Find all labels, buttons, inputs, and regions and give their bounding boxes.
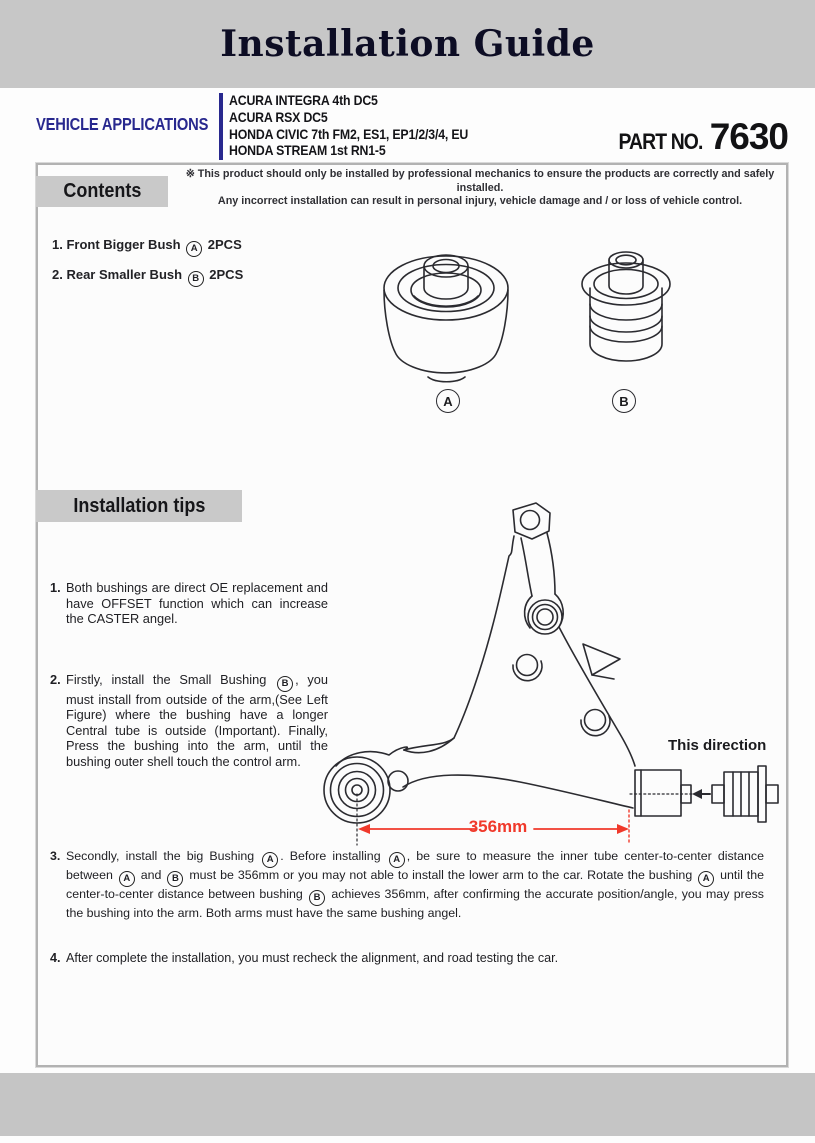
step-text: Secondly, install the big Bushing A. Bef…: [66, 849, 765, 920]
vehicle-item: HONDA CIVIC 7th FM2, ES1, EP1/2/3/4, EU: [229, 125, 469, 142]
circled-letter: B: [277, 676, 294, 692]
part-number-value: 7630: [709, 116, 789, 157]
safety-warning-line2: Any incorrect installation can result in…: [217, 195, 743, 208]
part-number-block: PART NO. 7630: [560, 116, 789, 158]
step-text: Firstly, install the Small Bushing B, yo…: [66, 672, 329, 769]
page-title: Installation Guide: [220, 23, 595, 65]
tip-step-2: 2. Firstly, install the Small Bushing B,…: [50, 672, 328, 769]
direction-label: This direction: [668, 737, 767, 754]
vehicle-item: ACURA RSX DC5: [229, 108, 328, 125]
footer-band: [0, 1073, 815, 1136]
contents-heading-box: Contents: [36, 176, 168, 207]
circled-letter: A: [186, 241, 203, 257]
vehicle-applications-label: VEHICLE APPLICATIONS: [36, 114, 209, 134]
installation-tips-heading: Installation tips: [72, 494, 206, 517]
title-band: Installation Guide: [0, 0, 815, 88]
bushing-b-drawing: [581, 251, 671, 362]
circled-letter: A: [388, 852, 405, 868]
step-number: 3.: [50, 849, 61, 863]
circled-letter: B: [167, 871, 184, 887]
kit-item-rear-bush: 2. Rear Smaller Bush B 2PCS: [52, 267, 243, 287]
vehicle-list: ACURA INTEGRA 4th DC5 ACURA RSX DC5 HOND…: [229, 92, 501, 159]
step-number: 2.: [50, 672, 61, 687]
circled-letter: B: [309, 890, 326, 906]
contents-heading: Contents: [62, 180, 141, 202]
dimension-356mm: 356mm: [468, 817, 528, 836]
circled-letter: A: [118, 871, 135, 887]
figure-label-b: B: [612, 389, 636, 413]
step-number: 1.: [50, 580, 61, 595]
tip-step-1: 1. Both bushings are direct OE replaceme…: [50, 580, 328, 627]
step-number: 4.: [50, 951, 61, 965]
circled-letter: B: [187, 271, 204, 287]
safety-warning: ※ This product should only be installed …: [185, 168, 775, 209]
tip-step-4: 4. After complete the installation, you …: [50, 951, 764, 965]
figure-label-a: A: [436, 389, 460, 413]
kit-item-front-bush: 1. Front Bigger Bush A 2PCS: [52, 237, 242, 257]
installation-tips-heading-box: Installation tips: [36, 490, 242, 522]
circled-letter: A: [698, 871, 715, 887]
control-arm-drawing: [323, 502, 779, 846]
step-text: Both bushings are direct OE replacement …: [66, 580, 328, 627]
vehicle-item: ACURA INTEGRA 4th DC5: [229, 92, 378, 108]
step-text: After complete the installation, you mus…: [66, 951, 559, 965]
circled-letter: A: [262, 852, 279, 868]
tip-step-3: 3. Secondly, install the big Bushing A. …: [50, 849, 764, 922]
bushing-a-drawing: [383, 254, 509, 383]
part-number-label: PART NO.: [618, 129, 704, 154]
safety-warning-line1: ※ This product should only be installed …: [185, 168, 775, 194]
vertical-divider: [219, 93, 223, 160]
vehicle-item: HONDA STREAM 1st RN1-5: [229, 142, 386, 159]
